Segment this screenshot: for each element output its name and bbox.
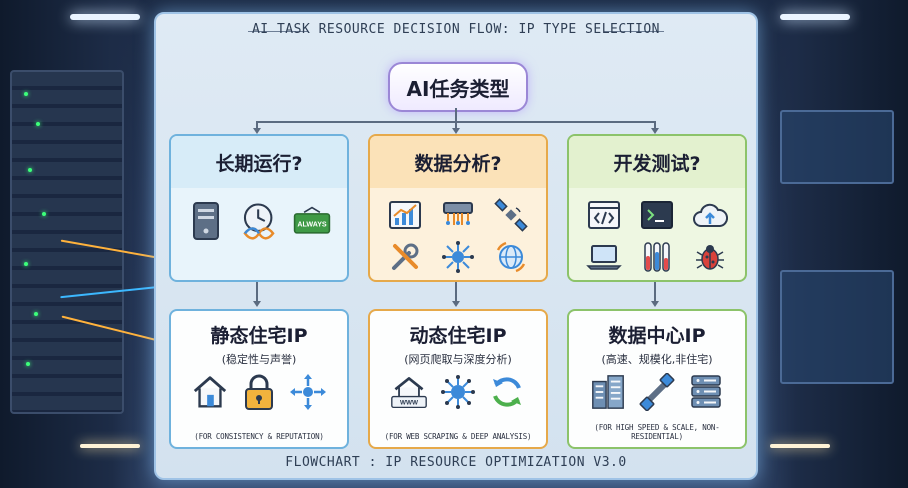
result-title: 静态住宅IP bbox=[210, 325, 308, 347]
diagram-footer: FLOWCHART : IP RESOURCE OPTIMIZATION V3.… bbox=[285, 455, 627, 470]
floor-light bbox=[80, 444, 140, 448]
clock-icon bbox=[240, 202, 278, 240]
branch-dev-test: 开发测试? bbox=[567, 134, 747, 282]
server-icon bbox=[187, 202, 225, 240]
always-sign-icon: ALWAYS bbox=[293, 202, 331, 240]
chart-icon bbox=[386, 196, 424, 234]
result-static-residential-ip: 静态住宅IP (稳定性与声誉) (FOR CONSISTENCY & REPUT… bbox=[169, 309, 349, 449]
root-node: AI任务类型 bbox=[388, 62, 528, 112]
code-window-icon bbox=[585, 196, 623, 234]
server-room-left bbox=[0, 0, 180, 488]
diagram-title: AI TASK RESOURCE DECISION FLOW: IP TYPE … bbox=[251, 22, 660, 37]
network-node-icon bbox=[439, 373, 477, 411]
www-house-icon: WWW bbox=[390, 373, 428, 411]
branch-long-running: 长期运行? ALWAYS bbox=[169, 134, 349, 282]
branch-question: 长期运行? bbox=[171, 136, 347, 188]
globe-icon bbox=[492, 238, 530, 276]
cloud-upload-icon bbox=[691, 196, 729, 234]
floor-light bbox=[770, 444, 830, 448]
ceiling-light bbox=[780, 14, 850, 20]
branch-data-analysis: 数据分析? bbox=[368, 134, 548, 282]
cable-icon bbox=[638, 373, 676, 411]
result-subtitle: (稳定性与声誉) bbox=[221, 353, 297, 366]
tools-icon bbox=[386, 238, 424, 276]
svg-text:ALWAYS: ALWAYS bbox=[298, 221, 328, 229]
network-hub-icon bbox=[439, 196, 477, 234]
laptop-icon bbox=[585, 238, 623, 276]
satellite-icon bbox=[492, 196, 530, 234]
server-stack-icon bbox=[687, 373, 725, 411]
result-datacenter-ip: 数据中心IP (高速、规模化,非住宅) (FOR HIGH SPEED & SC… bbox=[567, 309, 747, 449]
datacenter-icon bbox=[589, 373, 627, 411]
lock-icon bbox=[240, 373, 278, 411]
refresh-icon bbox=[488, 373, 526, 411]
result-note: (FOR HIGH SPEED & SCALE, NON-RESIDENTIAL… bbox=[594, 423, 720, 441]
branch-question: 数据分析? bbox=[370, 136, 546, 188]
result-subtitle: (网页爬取与深度分析) bbox=[404, 353, 512, 366]
bug-icon bbox=[691, 238, 729, 276]
move-arrows-icon bbox=[289, 373, 327, 411]
test-tubes-icon bbox=[638, 238, 676, 276]
house-icon bbox=[191, 373, 229, 411]
result-dynamic-residential-ip: 动态住宅IP (网页爬取与深度分析) WWW (FOR WEB SCRAPING… bbox=[368, 309, 548, 449]
node-network-icon bbox=[439, 238, 477, 276]
result-title: 动态住宅IP bbox=[409, 325, 507, 347]
result-note: (FOR WEB SCRAPING & DEEP ANALYSIS) bbox=[384, 432, 532, 441]
server-room-right bbox=[748, 0, 908, 488]
result-note: (FOR CONSISTENCY & REPUTATION) bbox=[194, 432, 324, 441]
flowchart-panel: AI TASK RESOURCE DECISION FLOW: IP TYPE … bbox=[154, 12, 758, 480]
ceiling-light bbox=[70, 14, 140, 20]
branch-question: 开发测试? bbox=[569, 136, 745, 188]
terminal-icon bbox=[638, 196, 676, 234]
svg-text:WWW: WWW bbox=[400, 400, 418, 407]
result-title: 数据中心IP bbox=[608, 325, 706, 347]
result-subtitle: (高速、规模化,非住宅) bbox=[601, 353, 713, 366]
